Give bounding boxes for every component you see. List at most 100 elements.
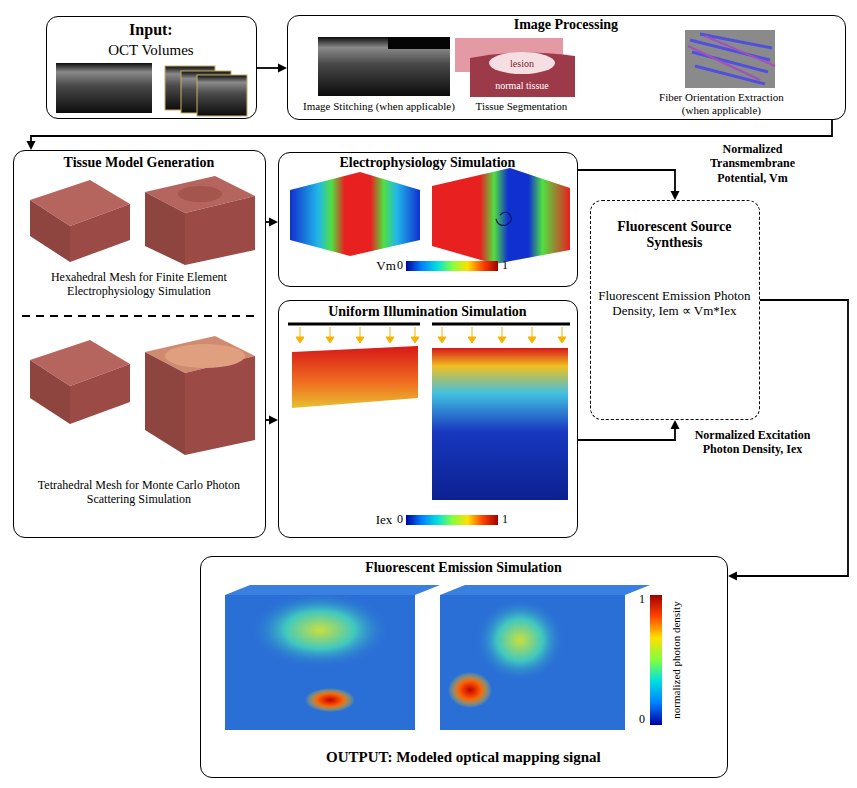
- arrowhead: [27, 141, 36, 150]
- process-box: Electrophysiology Simulation: [278, 152, 578, 287]
- output-box: Fluorescent Emission SimulationOUTPUT: M…: [200, 556, 728, 778]
- illustration-part: [498, 327, 506, 343]
- box-text: Fluorescent Emission Photon Density, Iem…: [597, 289, 751, 319]
- connector-line: [31, 120, 832, 142]
- illustration-part: [438, 327, 446, 343]
- image-label: Vm: [376, 259, 396, 273]
- illustration-part: [432, 348, 568, 500]
- box-title: Image Processing: [286, 17, 845, 33]
- illustration-part: [440, 595, 625, 730]
- illustration-part: [326, 327, 334, 343]
- segmentation-image: [455, 38, 575, 97]
- box-text: Hexahedral Mesh for Finite Element Elect…: [24, 271, 253, 299]
- emission-maps: [225, 585, 662, 730]
- image-label: 0: [397, 513, 403, 526]
- box-title: Fluorescent Source Synthesis: [597, 219, 751, 251]
- process-box: Uniform Illumination Simulation: [278, 300, 578, 538]
- arrowhead: [728, 572, 737, 581]
- illustration-part: [558, 327, 566, 343]
- box-text: Tissue Segmentation: [466, 100, 576, 113]
- image-label: normal tissue: [495, 80, 549, 91]
- illustration-part: [406, 261, 498, 271]
- image-label: 0: [639, 713, 645, 726]
- stitching-image: [318, 37, 450, 96]
- arrowhead: [671, 420, 680, 429]
- flow-arrow: [257, 64, 287, 73]
- illustration-part: [650, 595, 662, 725]
- illustration-part: [688, 36, 775, 80]
- illustration-part: [185, 356, 255, 455]
- illustration-part: [145, 192, 185, 265]
- connector-line: [578, 170, 675, 192]
- image-label: 1: [639, 593, 645, 606]
- illustration-part: [448, 672, 492, 708]
- flow-arrow: [266, 218, 278, 227]
- illustration-part: [70, 204, 130, 262]
- connector-line: [578, 428, 675, 440]
- illustration-part: [178, 186, 222, 202]
- illustration-part: [318, 37, 450, 96]
- edge-label: Normalized Excitation Photon Density, Ie…: [685, 428, 820, 457]
- illustration-part: [468, 327, 476, 343]
- illustration-part: [56, 63, 152, 113]
- electrophysiology-maps: [290, 168, 570, 271]
- axis-label: normalized photon density: [670, 601, 682, 718]
- illustration-part: [356, 327, 364, 343]
- box-text: OCT Volumes: [45, 42, 256, 59]
- box-text: Fiber Orientation Extraction (when appli…: [646, 91, 796, 116]
- arrowhead: [269, 416, 278, 425]
- illustration-part: [470, 52, 575, 97]
- oct-images: [56, 63, 247, 116]
- illustration-part: [432, 323, 570, 326]
- process-box: Tissue Model GenerationHexahedral Mesh f…: [13, 150, 266, 538]
- illustration-part: [406, 515, 498, 525]
- illustration-part: [388, 37, 450, 49]
- illustration-part: [145, 352, 185, 455]
- separator-line: [22, 315, 257, 317]
- illustration-part: [386, 327, 394, 343]
- hexahedral-mesh: [30, 176, 255, 265]
- connector-line: [257, 67, 279, 69]
- image-label: 0: [397, 259, 403, 272]
- process-box: Image ProcessingImage Stitching (when ap…: [287, 15, 846, 120]
- box-text: Image Stitching (when applicable): [296, 100, 461, 113]
- illustration-part: [411, 327, 419, 343]
- box-title: Tissue Model Generation: [12, 155, 265, 171]
- box-text: OUTPUT: Modeled optical mapping signal: [199, 749, 727, 766]
- illustration-part: [685, 30, 775, 88]
- illustration-part: [440, 585, 650, 595]
- illustration-part: [70, 364, 130, 424]
- illustration-part: [528, 327, 536, 343]
- arrowhead: [269, 218, 278, 227]
- illustration-part: [30, 200, 70, 262]
- illustration-part: [250, 592, 390, 668]
- illustration-part: [288, 323, 420, 326]
- illustration-part: [305, 688, 355, 712]
- synthesis-box: Fluorescent Source SynthesisFluorescent …: [590, 200, 760, 420]
- flow-arrow: [266, 416, 278, 425]
- image-label: 1: [502, 259, 508, 272]
- illustration-part: [432, 168, 570, 264]
- illustration-part: [165, 344, 245, 368]
- illustration-part: [475, 598, 565, 682]
- image-label: Iex: [376, 513, 393, 527]
- arrowhead: [671, 191, 680, 200]
- illustration-part: [290, 172, 420, 256]
- arrowhead: [278, 64, 287, 73]
- illumination-maps: [288, 324, 570, 525]
- illustration-part: [296, 327, 304, 343]
- fiber-orientation-image: [685, 30, 775, 88]
- illustration-part: [496, 212, 511, 225]
- box-title: Electrophysiology Simulation: [277, 155, 577, 171]
- image-label: lesion: [510, 58, 534, 69]
- illustration-part: [197, 75, 247, 116]
- tetrahedral-mesh: [30, 336, 255, 455]
- box-text: Tetrahedral Mesh for Monte Carlo Photon …: [24, 479, 253, 507]
- box-title: Uniform Illumination Simulation: [277, 304, 577, 320]
- box-title: Input:: [45, 21, 256, 39]
- illustration-part: [489, 52, 555, 74]
- edge-label: Normalized Transmembrane Potential, Vm: [685, 142, 820, 185]
- illustration-part: [30, 360, 70, 424]
- box-title: Fluorescent Emission Simulation: [199, 560, 727, 576]
